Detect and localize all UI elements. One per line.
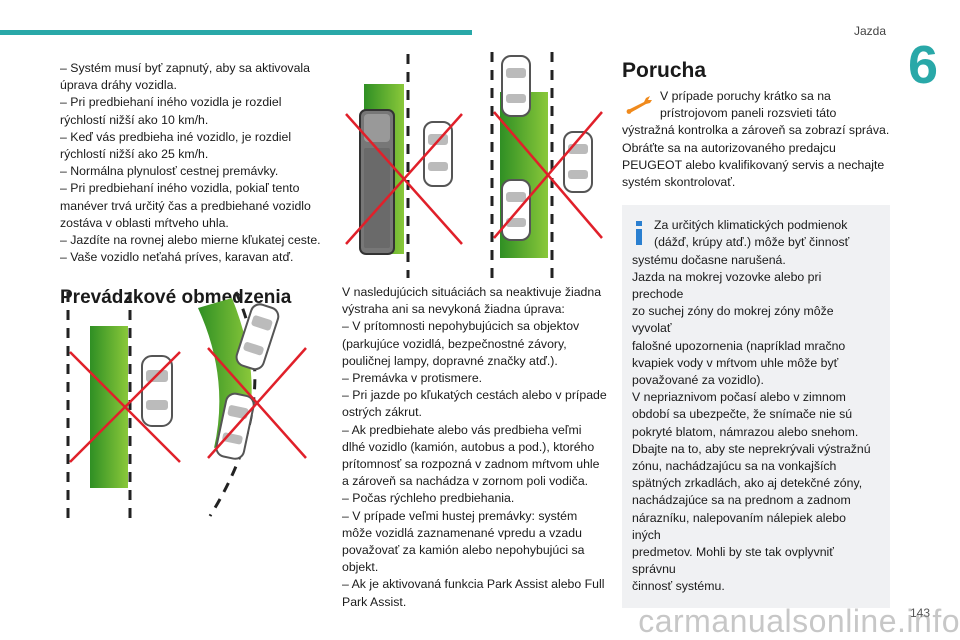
cross-line (493, 111, 603, 239)
text-line: falošné upozornenia (napríklad mračno (632, 338, 846, 353)
text-line: – Vaše vozidlo neťahá príves, karavan at… (60, 250, 294, 265)
text-line: V nepriaznivom počasí alebo v zimnom (632, 390, 846, 405)
text-line: – Systém musí byť zapnutý, aby sa aktivo… (60, 61, 310, 75)
text-line: V nasledujúcich situáciách sa neaktivuje… (342, 285, 602, 299)
text-line: Dbajte na to, aby ste neprekrývali výstr… (632, 441, 871, 456)
header-accent-bar (0, 30, 472, 35)
text-line: pouličnej lampy, dopravné značky atď.). (342, 353, 558, 368)
fault-intro: V prípade poruchy krátko sa na prístrojo… (622, 88, 890, 122)
text-line: zónu, nachádzajúcu sa na vonkajších (632, 459, 837, 474)
text-line: – V prípade veľmi hustej premávky: systé… (342, 508, 578, 523)
chapter-number: 6 (907, 35, 938, 95)
text-line: zostáva v oblasti mŕtveho uhla. (60, 215, 229, 230)
text-line: spätných zrkadlách, ako aj detekčné zóny… (632, 476, 863, 491)
text-line: dlhé vozidlo (kamión, autobus a pod.), k… (342, 439, 595, 454)
info-note: Za určitých klimatických podmienok (dážď… (622, 205, 890, 608)
text-line: – Ak je aktivovaná funkcia Park Assist a… (342, 577, 605, 592)
text-line: výstraha ani sa nevykoná žiadna úprava: (342, 302, 565, 317)
fault-heading: Porucha (622, 59, 707, 82)
illustration-straight-road (66, 292, 181, 518)
text-line: Za určitých klimatických podmienok (654, 218, 848, 233)
text-line: – Počas rýchleho predbiehania. (342, 491, 515, 506)
info-intro: Za určitých klimatických podmienok (dážď… (632, 217, 876, 251)
text-line: nachádzajúce sa na prednom a zadnom (632, 493, 851, 508)
text-line: – Jazdíte na rovnej alebo mierne kľukate… (60, 233, 321, 248)
text-line: rýchlostí nižší ako 10 km/h. (60, 112, 209, 127)
column-middle: V nasledujúcich situáciách sa neaktivuje… (342, 284, 610, 611)
cross-line (345, 113, 463, 245)
text-line: – Pri predbiehaní iného vozidla, pokiaľ … (60, 181, 300, 196)
text-line: PEUGEOT alebo kvalifikovaný servis a nec… (622, 157, 885, 172)
car-icon (563, 131, 593, 193)
illustration-dense-traffic (490, 52, 603, 278)
text-line: prístrojovom paneli rozsvieti táto (660, 106, 837, 121)
column-left: – Systém musí byť zapnutý, aby sa aktivo… (60, 60, 328, 310)
text-line: systému dočasne narušená. (632, 252, 786, 267)
text-line: období sa ubezpečte, že snímače nie sú (632, 407, 853, 422)
text-line: – V prítomnosti nepohybujúcich sa objekt… (342, 319, 580, 334)
text-line: (parkujúce vozidlá, bezpečnostné závory, (342, 336, 567, 351)
text-line: Jazda na mokrej vozovke alebo pri precho… (632, 269, 822, 302)
column-right: Porucha V prípade poruchy krátko sa na p… (622, 58, 890, 608)
text-line: činnosť systému. (632, 579, 725, 594)
text-line: – Premávka v protismere. (342, 371, 483, 386)
cross-line (207, 347, 307, 459)
text-line: pokryté blatom, námrazou alebo snehom. (632, 424, 859, 439)
text-line: systém skontrolovať. (622, 175, 736, 190)
text-line: – Normálna plynulosť cestnej premávky. (60, 164, 279, 179)
text-line: ostrých zákrut. (342, 405, 422, 420)
text-line: zo suchej zóny do mokrej zóny môže vyvol… (632, 304, 834, 336)
text-line: prítomnosť sa rozpozná v zadnom mŕtvom u… (342, 457, 600, 472)
car-icon (501, 55, 531, 117)
text-line: predmetov. Mohli by ste tak ovplyvniť sp… (632, 545, 834, 577)
text-line: nárazníku, nalepovaním nálepiek alebo in… (632, 510, 846, 542)
text-line: – Pri jazde po kľukatých cestách alebo v… (342, 388, 607, 403)
text-line: V prípade poruchy krátko sa na (660, 89, 831, 103)
text-line: môže vozidlá zaznamenané vpredu a vzadu (342, 525, 582, 540)
text-line: objekt. (342, 560, 379, 575)
text-line: – Pri predbiehaní iného vozidla je rozdi… (60, 95, 282, 110)
text-line: kvapiek vody v mŕtvom uhle môže byť (632, 355, 839, 370)
text-line: výstražná kontrolka a zároveň sa zobrazí… (622, 123, 890, 138)
text-line: považované za vozidlo). (632, 373, 764, 388)
car-icon (235, 303, 280, 371)
text-line: a zároveň sa nachádza v zornom poli vodi… (342, 474, 589, 489)
wrench-icon (626, 96, 652, 114)
text-line: – Ak predbiehate alebo vás predbieha veľ… (342, 422, 582, 437)
illustration-truck (345, 54, 463, 278)
text-line: považovať za kamión alebo nepohybujúci s… (342, 543, 585, 558)
blind-spot-zone (90, 326, 128, 488)
text-line: rýchlostí nižší ako 25 km/h. (60, 147, 209, 162)
info-icon (636, 221, 642, 246)
watermark: carmanualsonline.info (638, 603, 960, 639)
car-icon (501, 179, 531, 241)
text-line: – Keď vás predbieha iné vozidlo, je rozd… (60, 129, 292, 144)
text-line: úprava dráhy vozidla. (60, 78, 177, 93)
text-line: Park Assist. (342, 594, 407, 609)
illustration-curved-road (198, 291, 307, 517)
car-icon (141, 355, 173, 427)
section-title: Jazda (853, 24, 886, 38)
truck-icon (359, 109, 395, 255)
cross-line (69, 351, 181, 463)
page-number: 143 (909, 606, 930, 620)
text-line: (dážď, krúpy atď.) môže byť činnosť (654, 235, 850, 250)
text-line: manéver trvá určitý čas a predbiehané vo… (60, 198, 311, 213)
text-line: Obráťte sa na autorizovaného predajcu (622, 140, 836, 155)
